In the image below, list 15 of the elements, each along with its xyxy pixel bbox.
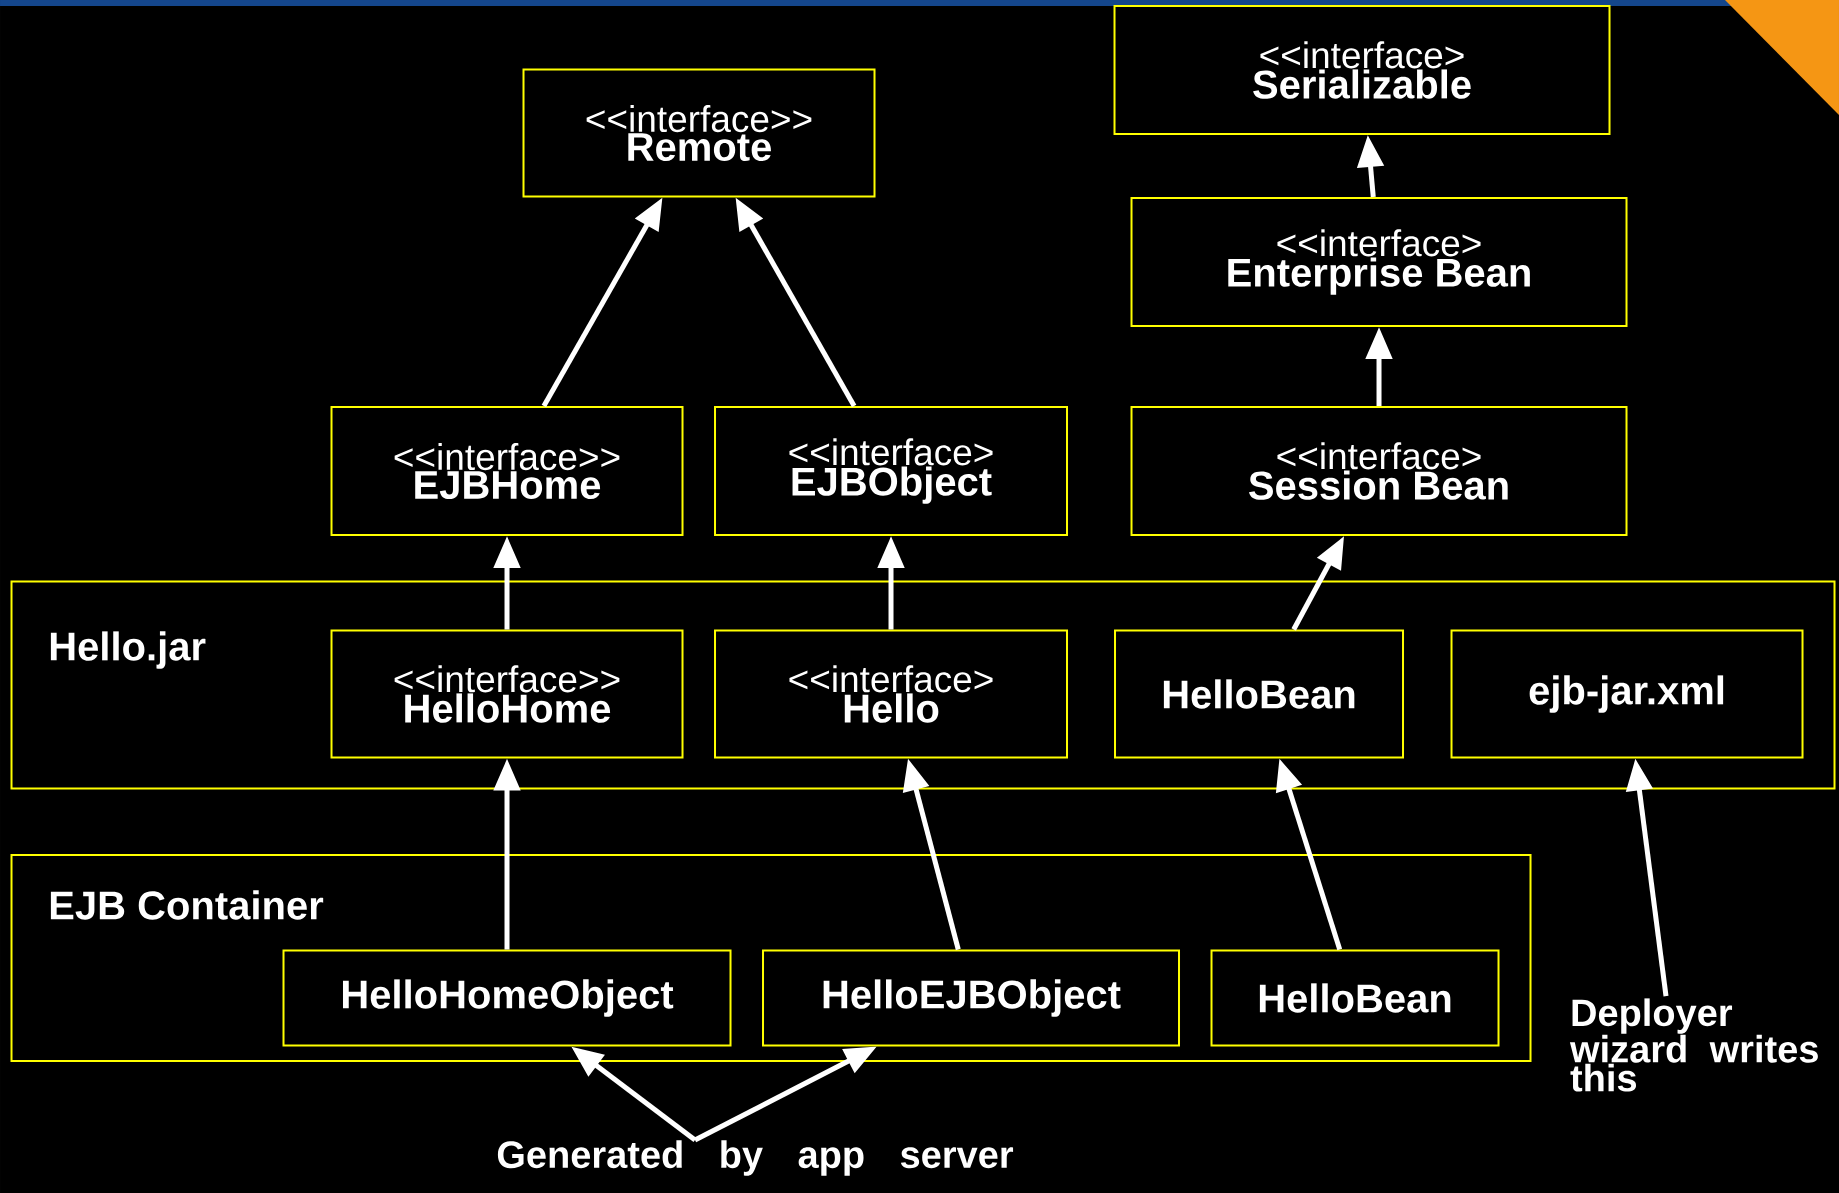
class-box: <<interface>> Remote (522, 68, 876, 198)
note-text: Generated by app server (497, 1140, 1014, 1176)
class-box: HelloBean (1114, 629, 1404, 759)
class-box: <<interface> EJBObject (714, 406, 1068, 536)
class-box: <<interface> Session Bean (1130, 406, 1628, 536)
class-box: HelloBean (1210, 949, 1500, 1047)
class-box: ejb-jar.xml (1450, 629, 1804, 759)
class-box: HelloHomeObject (282, 949, 732, 1047)
class-box: <<interface> Hello (714, 629, 1068, 759)
class-box: <<interface>> EJBHome (330, 406, 684, 536)
class-box: <<interface> Enterprise Bean (1130, 197, 1628, 327)
note-text: Deployer wizard writes this (1569, 998, 1818, 1092)
class-box: <<interface>> HelloHome (330, 629, 684, 759)
class-box: HelloEJBObject (762, 949, 1180, 1047)
class-box: <<interface> Serializable (1113, 5, 1611, 135)
